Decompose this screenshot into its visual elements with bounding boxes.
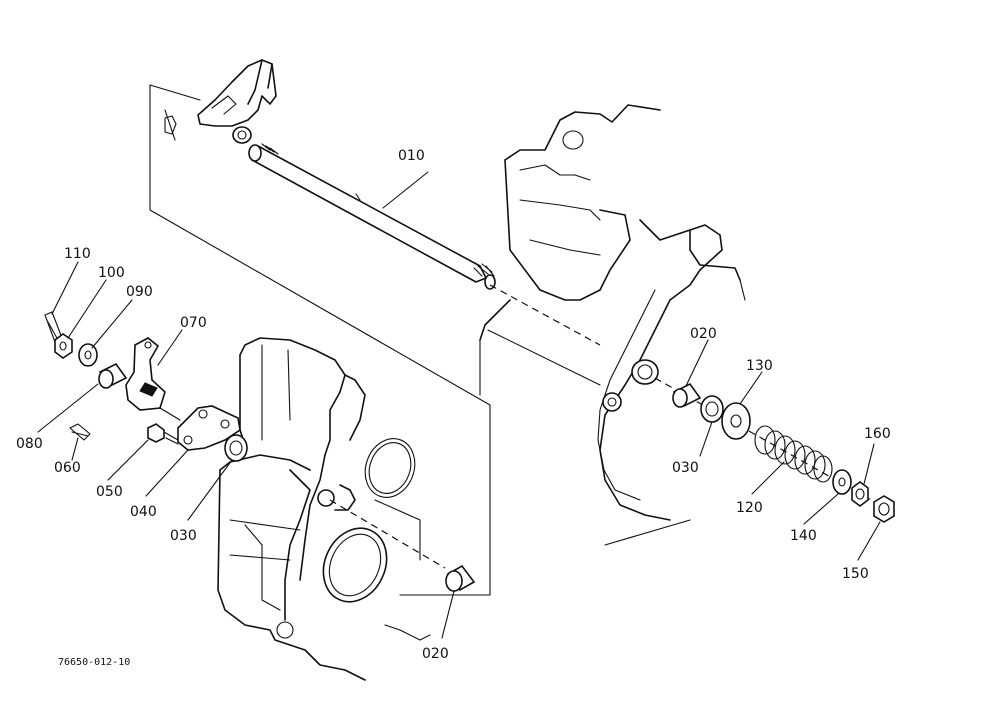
transmission-housing	[479, 104, 746, 546]
label-030-left: 030	[170, 528, 197, 544]
label-080: 080	[16, 436, 43, 452]
label-020-right: 020	[690, 326, 717, 342]
reference-plane	[149, 84, 491, 596]
label-060: 060	[54, 460, 81, 476]
left-parts	[44, 311, 248, 462]
axis-line-right	[489, 284, 881, 506]
label-090: 090	[126, 284, 153, 300]
label-140: 140	[790, 528, 817, 544]
shift-fork	[164, 59, 277, 144]
label-100: 100	[98, 265, 125, 281]
label-050: 050	[96, 484, 123, 500]
part-labels: 010 110 100 090 070 080 060 050 040 030 …	[16, 148, 891, 668]
lower-housing	[217, 337, 431, 681]
label-130: 130	[746, 358, 773, 374]
label-160: 160	[864, 426, 891, 442]
leader-lines	[37, 171, 881, 639]
bushing-020-lower	[445, 564, 476, 592]
label-030-right: 030	[672, 460, 699, 476]
drawing-code: 76650-012-10	[58, 657, 130, 668]
label-070: 070	[180, 315, 207, 331]
label-120: 120	[736, 500, 763, 516]
label-110: 110	[64, 246, 91, 262]
label-040: 040	[130, 504, 157, 520]
label-020-lower: 020	[422, 646, 449, 662]
shaft-010	[248, 143, 496, 290]
label-010: 010	[398, 148, 425, 164]
label-150: 150	[842, 566, 869, 582]
right-parts	[672, 382, 895, 523]
axis-line-left	[329, 499, 446, 569]
